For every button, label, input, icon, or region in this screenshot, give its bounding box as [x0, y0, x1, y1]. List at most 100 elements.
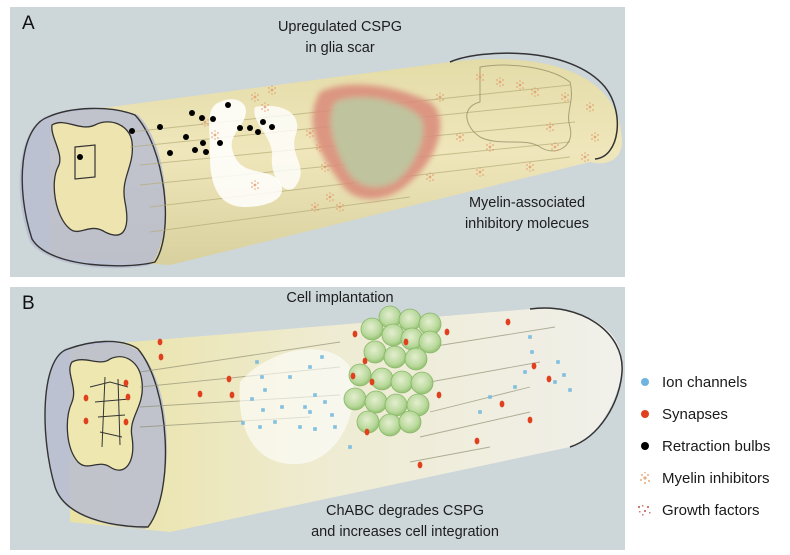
myelin-inhibitor	[516, 80, 524, 90]
synapse	[123, 418, 129, 426]
caption-chabc: ChABC degrades CSPG and increases cell i…	[280, 501, 530, 543]
right-end-outline	[449, 52, 618, 160]
legend-item-synapses: Synapses	[636, 398, 790, 430]
legend-label: Myelin inhibitors	[662, 469, 770, 487]
ion-channel	[288, 375, 292, 379]
ion-channel	[273, 420, 277, 424]
synapse	[125, 393, 131, 401]
myelin-inhibitor	[306, 128, 314, 138]
synapse	[364, 428, 370, 436]
caption-upregulated-cspg: Upregulated CSPG in glia scar	[260, 17, 420, 59]
retraction-bulb	[269, 124, 275, 130]
myelin-inhibitor	[436, 92, 444, 102]
myelin-inhibitor	[551, 142, 559, 152]
implanted-cell	[381, 323, 405, 347]
myelin-inhibitor	[586, 102, 594, 112]
caption-cell-implantation: Cell implantation	[250, 288, 430, 309]
myelin-inhibitor	[268, 85, 276, 95]
legend-label: Synapses	[662, 405, 728, 423]
myelin-inhibitor	[526, 162, 534, 172]
ion-channel	[513, 385, 517, 389]
retraction-bulb-markers	[77, 102, 275, 160]
ion-channel	[260, 375, 264, 379]
caption-line: Upregulated CSPG	[277, 19, 403, 35]
synapse	[197, 390, 203, 398]
synapse	[403, 338, 409, 346]
ion-channel	[488, 395, 492, 399]
ion-channel	[263, 388, 267, 392]
blue-dot-icon	[636, 373, 654, 391]
myelin-inhibitor	[316, 142, 324, 152]
legend-item-growth-factors: Growth factors	[636, 494, 790, 526]
retraction-bulb	[203, 149, 209, 155]
panel-b: B Cell implantation ChABC degrades CSPG …	[10, 287, 625, 550]
implanted-cell	[418, 330, 442, 354]
caption-myelin-associated: Myelin-associated inhibitory molecues	[442, 193, 612, 235]
implanted-cell	[383, 345, 407, 369]
retraction-bulb	[200, 140, 206, 146]
synapse	[369, 378, 375, 386]
synapse	[350, 372, 356, 380]
ion-channel	[258, 425, 262, 429]
ion-channel	[303, 405, 307, 409]
ion-channel	[348, 445, 352, 449]
white-zone	[239, 349, 354, 465]
ion-channel	[250, 397, 254, 401]
retraction-bulb	[157, 124, 163, 130]
retraction-bulb	[77, 154, 83, 160]
ion-channel	[308, 410, 312, 414]
myelin-inhibitor-icon	[636, 469, 654, 487]
retraction-bulb	[260, 119, 266, 125]
axon-lines	[139, 326, 556, 463]
red-dot-icon	[636, 405, 654, 423]
myelin-inhibitor	[311, 202, 319, 212]
retraction-bulb	[199, 115, 205, 121]
retraction-bulb	[167, 150, 173, 156]
implanted-cell	[363, 340, 387, 364]
legend-item-retraction-bulbs: Retraction bulbs	[636, 430, 790, 462]
implanted-cell	[398, 308, 422, 332]
legend-item-myelin-inhibitors: Myelin inhibitors	[636, 462, 790, 494]
myelin-inhibitor	[496, 77, 504, 87]
black-dot-icon	[636, 437, 654, 455]
legend-label: Ion channels	[662, 373, 748, 391]
retraction-bulb	[225, 102, 231, 108]
ion-channel	[330, 413, 334, 417]
synapse	[436, 391, 442, 399]
myelin-inhibitor	[476, 72, 484, 82]
caption-line: Cell implantation	[286, 290, 394, 306]
myelin-inhibitor	[426, 172, 434, 182]
ion-channel	[568, 388, 572, 392]
caption-line: in glia scar	[305, 40, 375, 56]
implanted-cell	[390, 370, 414, 394]
panel-a-illustration	[19, 52, 622, 269]
synapse	[527, 416, 533, 424]
glia-scar	[312, 84, 441, 199]
panel-a: A Upregulated CSPG in glia scar Myelin-a…	[10, 7, 625, 277]
synapse	[505, 318, 511, 326]
ion-channel	[241, 421, 245, 425]
ion-channel	[523, 370, 527, 374]
ion-channel	[478, 410, 482, 414]
implanted-cell	[410, 371, 434, 395]
white-cross-section	[209, 99, 282, 207]
retraction-bulb	[217, 140, 223, 146]
retraction-bulb	[192, 147, 198, 153]
regenerating-axons	[89, 376, 131, 448]
myelin-inhibitor	[581, 152, 589, 162]
implanted-cell-cluster	[343, 305, 442, 437]
retraction-bulb	[189, 110, 195, 116]
ion-channel	[261, 408, 265, 412]
ion-channel	[333, 425, 337, 429]
ion-channel	[562, 373, 566, 377]
myelin-inhibitor	[456, 132, 464, 142]
myelin-inhibitor	[251, 180, 259, 190]
caption-line: ChABC degrades CSPG	[326, 503, 484, 519]
synapse	[546, 375, 552, 383]
right-end-outline	[529, 307, 623, 448]
myelin-inhibitor	[336, 202, 344, 212]
myelin-inhibitor	[561, 92, 569, 102]
implanted-cell	[370, 367, 394, 391]
ion-channel	[530, 350, 534, 354]
legend-item-ion-channels: Ion channels	[636, 366, 790, 398]
